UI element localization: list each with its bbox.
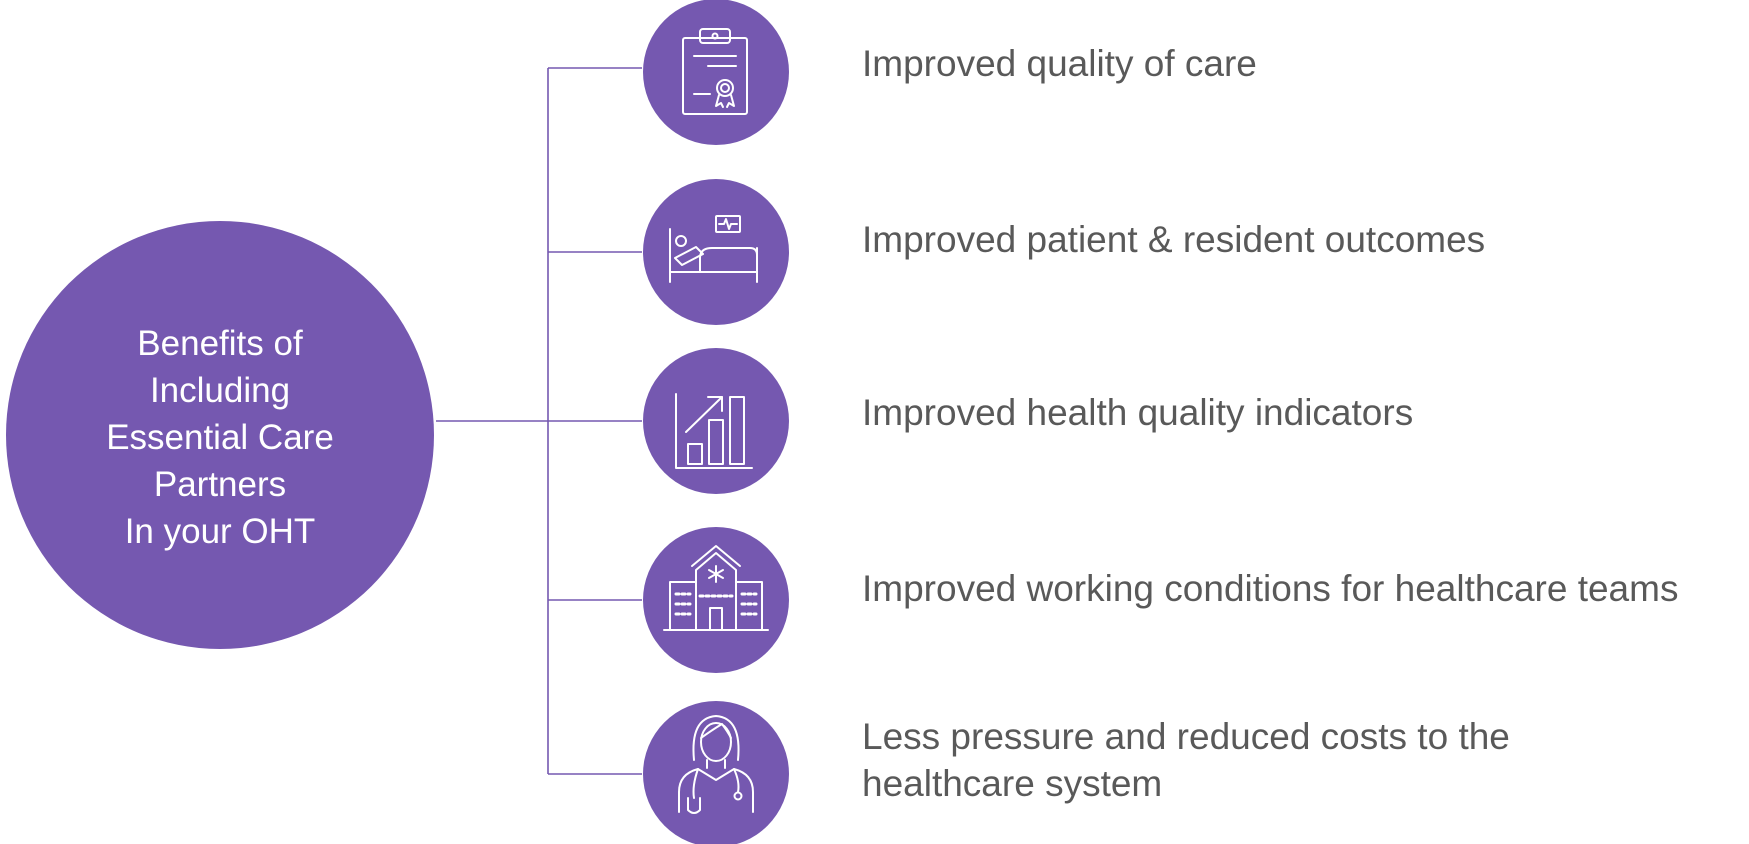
hospital-building-icon	[663, 545, 769, 631]
center-title-line: In your OHT	[124, 512, 316, 551]
center-title: Benefits of Including Essential Care Par…	[40, 320, 400, 555]
benefit-health-quality-indicators: Improved health quality indicators	[862, 389, 1413, 436]
growth-chart-icon	[675, 393, 753, 469]
icon-circle-1	[643, 0, 789, 145]
certificate-icon	[682, 28, 748, 115]
benefit-quality-of-care: Improved quality of care	[862, 40, 1257, 87]
hospital-bed-icon	[669, 215, 758, 283]
benefit-label: Improved health quality indicators	[862, 392, 1414, 433]
benefit-label: Improved quality of care	[862, 43, 1257, 84]
benefit-label: healthcare system	[862, 763, 1163, 804]
center-title-line: Benefits of	[137, 324, 303, 363]
icon-circle-2	[643, 179, 789, 325]
center-title-line: Essential Care	[106, 418, 334, 457]
benefit-label: Less pressure and reduced costs to the	[862, 716, 1510, 757]
center-circle	[6, 221, 434, 649]
benefit-label: Improved working conditions for healthca…	[862, 568, 1679, 609]
doctor-icon	[678, 715, 754, 814]
benefit-label: Improved patient & resident outcomes	[862, 219, 1486, 260]
benefit-reduced-costs: Less pressure and reduced costs to the h…	[862, 713, 1510, 807]
benefit-working-conditions: Improved working conditions for healthca…	[862, 565, 1678, 612]
connector-lines	[436, 67, 642, 775]
icon-circle-4	[643, 527, 789, 673]
center-title-line: Partners	[153, 465, 287, 504]
benefit-patient-outcomes: Improved patient & resident outcomes	[862, 216, 1485, 263]
center-title-line: Including	[149, 371, 291, 410]
